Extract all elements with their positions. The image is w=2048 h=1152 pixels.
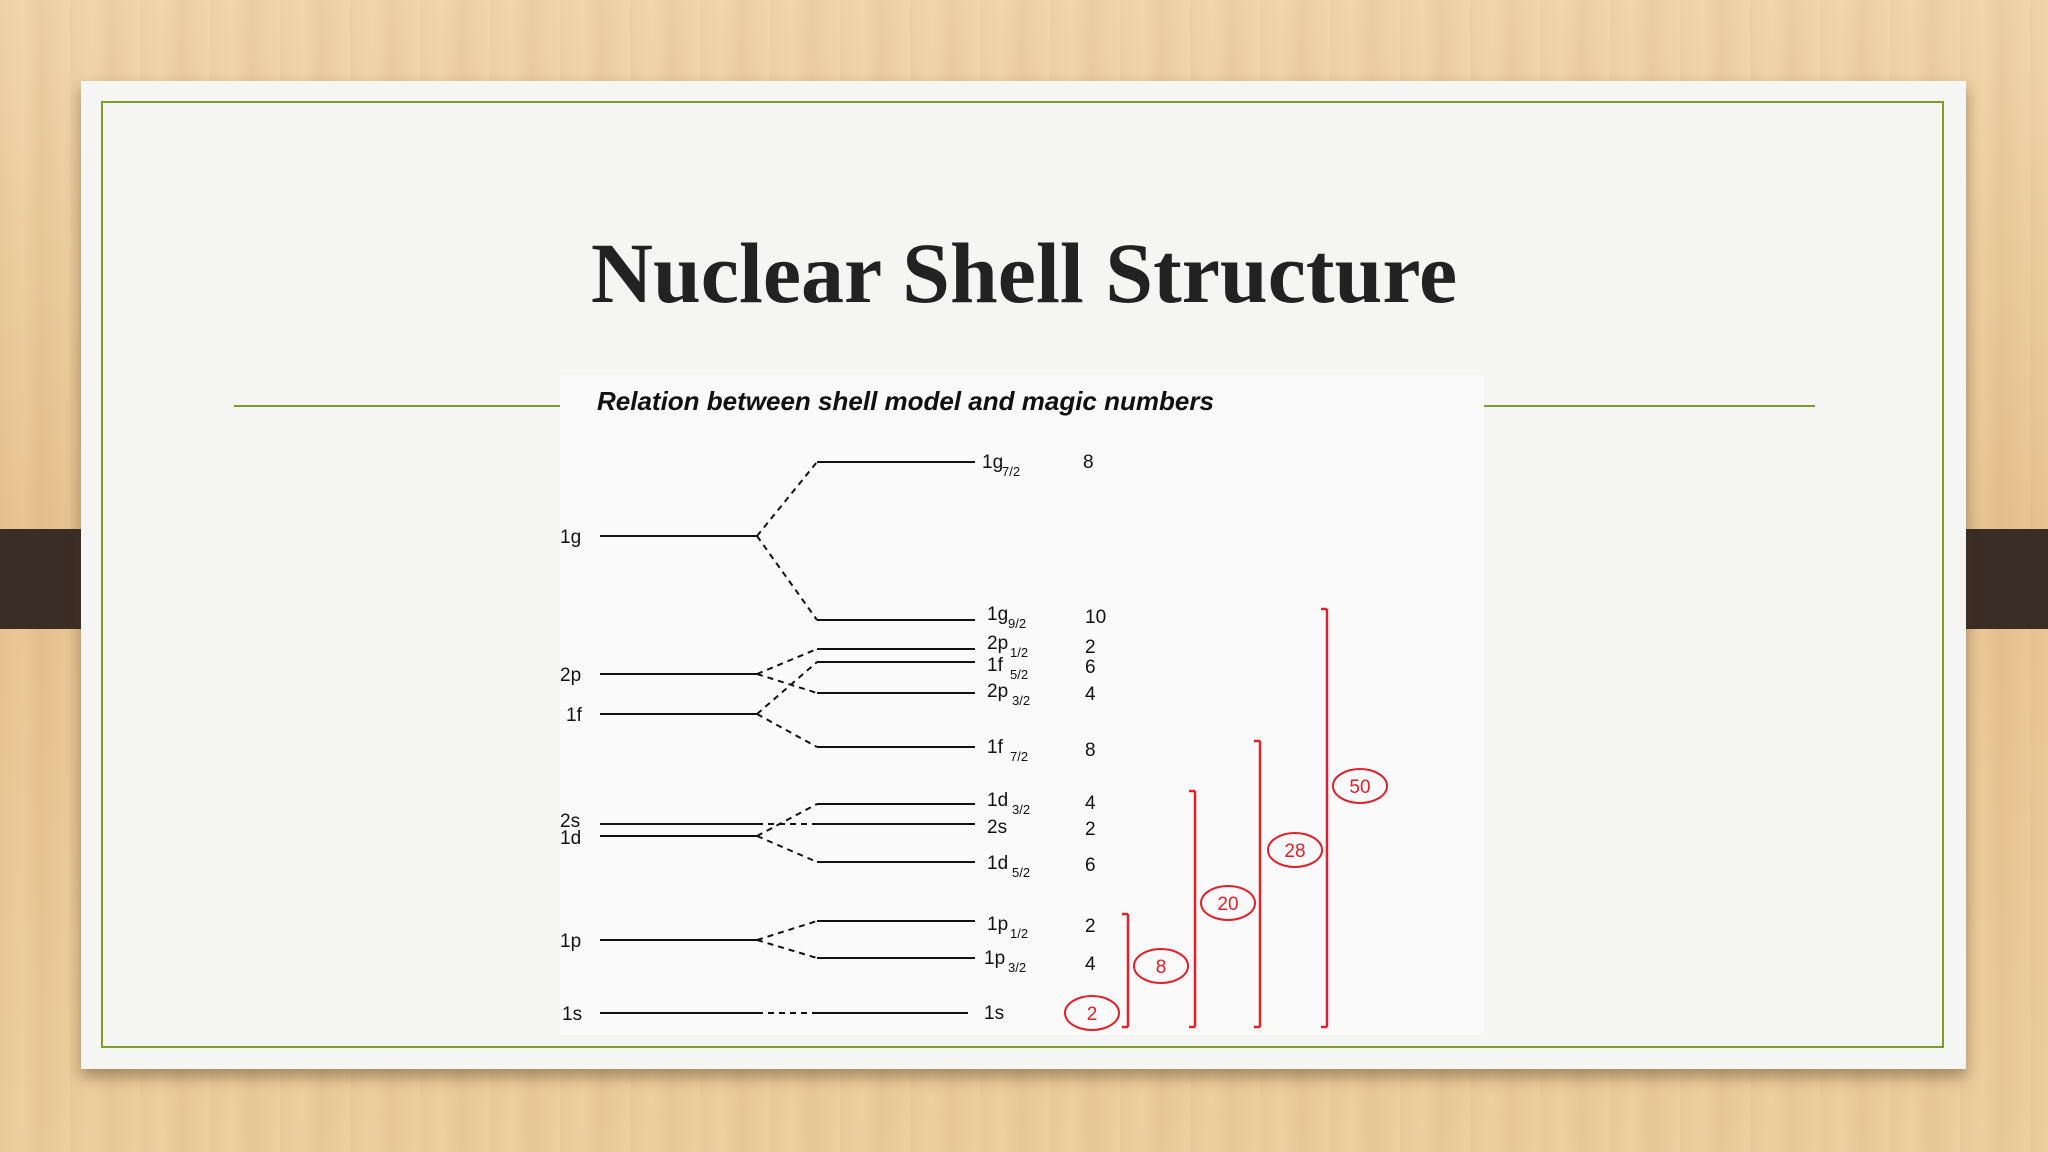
split-level-subscript: 5/2 bbox=[1010, 667, 1028, 682]
split-levels: 1g 7/2 8 1g 9/2 10 2p 1/2 2 1f 5/2 6 bbox=[817, 452, 1106, 1024]
split-level-1d-5-2: 1d 5/2 6 bbox=[817, 853, 1096, 880]
split-level-subscript: 1/2 bbox=[1010, 926, 1028, 941]
bracket-magic-50 bbox=[1321, 607, 1329, 1029]
shell-diagram-panel: Relation between shell model and magic n… bbox=[560, 375, 1484, 1035]
magic-number-28: 28 bbox=[1267, 832, 1323, 868]
left-level-label-1d: 1d bbox=[560, 828, 581, 849]
slide-frame bbox=[101, 101, 1944, 1048]
bracket-magic-8 bbox=[1122, 912, 1130, 1029]
bracket-magic-28 bbox=[1254, 739, 1262, 1029]
split-level-1p-3-2: 1p 3/2 4 bbox=[817, 948, 1096, 975]
split-level-1p-1-2: 1p 1/2 2 bbox=[817, 914, 1096, 941]
split-level-label: 1p bbox=[984, 948, 1005, 969]
left-level-label-1f: 1f bbox=[566, 705, 583, 726]
left-level-label-1s: 1s bbox=[562, 1004, 582, 1025]
magic-number-2: 2 bbox=[1064, 995, 1120, 1031]
split-level-label: 1d bbox=[987, 790, 1008, 811]
magic-number-8: 8 bbox=[1133, 948, 1189, 984]
split-level-subscript: 3/2 bbox=[1008, 960, 1026, 975]
split-level-2p-1-2: 2p 1/2 2 bbox=[817, 633, 1096, 660]
split-level-1s: 1s bbox=[817, 1003, 1004, 1024]
split-level-label: 1g bbox=[987, 604, 1008, 625]
split-level-label: 2p bbox=[987, 633, 1008, 654]
split-level-label: 1s bbox=[984, 1003, 1004, 1024]
magic-number-20: 20 bbox=[1200, 885, 1256, 921]
magic-number-value: 28 bbox=[1284, 841, 1305, 862]
split-level-occupancy: 8 bbox=[1083, 452, 1094, 473]
split-level-1d-3-2: 1d 3/2 4 bbox=[817, 790, 1096, 817]
split-level-1f-5-2: 1f 5/2 6 bbox=[817, 655, 1096, 682]
split-level-label: 1p bbox=[987, 914, 1008, 935]
split-level-occupancy: 2 bbox=[1085, 819, 1096, 840]
split-level-occupancy: 4 bbox=[1085, 684, 1096, 705]
magic-number-brackets bbox=[1122, 607, 1329, 1029]
splitting-connectors bbox=[756, 461, 818, 1014]
shell-diagram: Relation between shell model and magic n… bbox=[560, 386, 1388, 1031]
split-level-occupancy: 6 bbox=[1085, 855, 1096, 876]
magic-number-value: 8 bbox=[1156, 957, 1167, 978]
split-level-label: 2s bbox=[987, 817, 1007, 838]
split-level-occupancy: 4 bbox=[1085, 954, 1096, 975]
split-level-label: 1d bbox=[987, 853, 1008, 874]
slide-title: Nuclear Shell Structure bbox=[590, 225, 1458, 321]
left-level-label-1p: 1p bbox=[560, 931, 581, 952]
split-level-label: 2p bbox=[987, 681, 1008, 702]
split-level-occupancy: 8 bbox=[1085, 740, 1096, 761]
magic-number-value: 2 bbox=[1087, 1004, 1098, 1025]
diagram-caption: Relation between shell model and magic n… bbox=[597, 386, 1214, 416]
split-level-label: 1f bbox=[987, 655, 1004, 676]
left-level-label-1g: 1g bbox=[560, 527, 581, 548]
split-level-subscript: 9/2 bbox=[1008, 616, 1026, 631]
title-rule-left bbox=[234, 405, 560, 407]
split-level-1g-9-2: 1g 9/2 10 bbox=[817, 604, 1106, 631]
split-level-2s: 2s 2 bbox=[817, 817, 1096, 840]
left-levels: 1g 2p 1f 2s 1d 1p 1s bbox=[560, 527, 757, 1025]
split-level-subscript: 1/2 bbox=[1010, 645, 1028, 660]
left-level-label-2s: 2s bbox=[560, 811, 580, 832]
split-level-occupancy: 4 bbox=[1085, 793, 1096, 814]
magic-number-ovals: 2 8 20 28 50 bbox=[1064, 768, 1388, 1031]
split-level-subscript: 7/2 bbox=[1010, 749, 1028, 764]
split-level-subscript: 7/2 bbox=[1002, 464, 1020, 479]
split-level-subscript: 3/2 bbox=[1012, 802, 1030, 817]
split-level-label: 1f bbox=[987, 737, 1004, 758]
title-rule-right bbox=[1484, 405, 1815, 407]
split-level-subscript: 5/2 bbox=[1012, 865, 1030, 880]
left-level-label-2p: 2p bbox=[560, 665, 581, 686]
split-level-occupancy: 6 bbox=[1085, 657, 1096, 678]
split-level-occupancy: 10 bbox=[1085, 607, 1106, 628]
split-level-1f-7-2: 1f 7/2 8 bbox=[817, 737, 1096, 764]
split-level-subscript: 3/2 bbox=[1012, 693, 1030, 708]
split-level-occupancy: 2 bbox=[1085, 637, 1096, 658]
split-level-1g-7-2: 1g 7/2 8 bbox=[817, 452, 1094, 479]
magic-number-50: 50 bbox=[1332, 768, 1388, 804]
magic-number-value: 20 bbox=[1217, 894, 1238, 915]
bracket-magic-20 bbox=[1189, 789, 1197, 1029]
split-level-occupancy: 2 bbox=[1085, 916, 1096, 937]
split-level-label: 1g bbox=[982, 452, 1003, 473]
split-level-2p-3-2: 2p 3/2 4 bbox=[817, 681, 1096, 708]
magic-number-value: 50 bbox=[1349, 777, 1370, 798]
